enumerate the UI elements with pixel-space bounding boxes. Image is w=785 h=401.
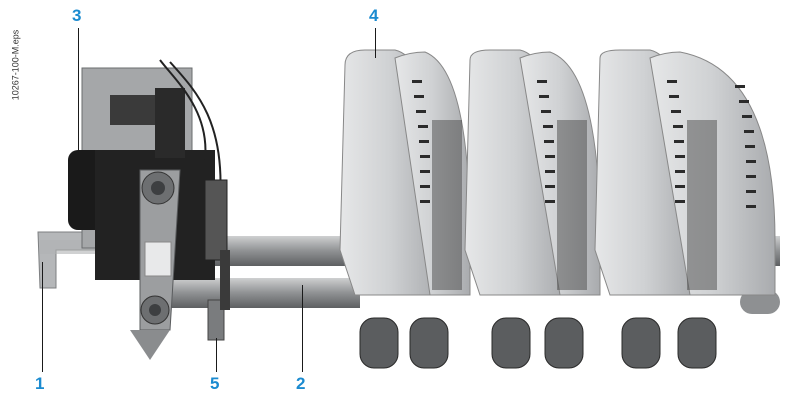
contact-braids bbox=[359, 317, 717, 369]
operating-mechanism bbox=[68, 59, 228, 360]
callout-1: 1 bbox=[35, 374, 45, 393]
arc-chutes bbox=[339, 49, 776, 296]
leader-1 bbox=[42, 262, 43, 372]
leader-5 bbox=[216, 338, 217, 372]
callout-3: 3 bbox=[72, 6, 82, 25]
leader-4 bbox=[375, 28, 376, 58]
callout-4: 4 bbox=[369, 6, 379, 25]
leader-2 bbox=[302, 285, 303, 372]
callout-2: 2 bbox=[296, 374, 306, 393]
leader-3 bbox=[78, 28, 79, 158]
callout-5: 5 bbox=[210, 374, 220, 393]
